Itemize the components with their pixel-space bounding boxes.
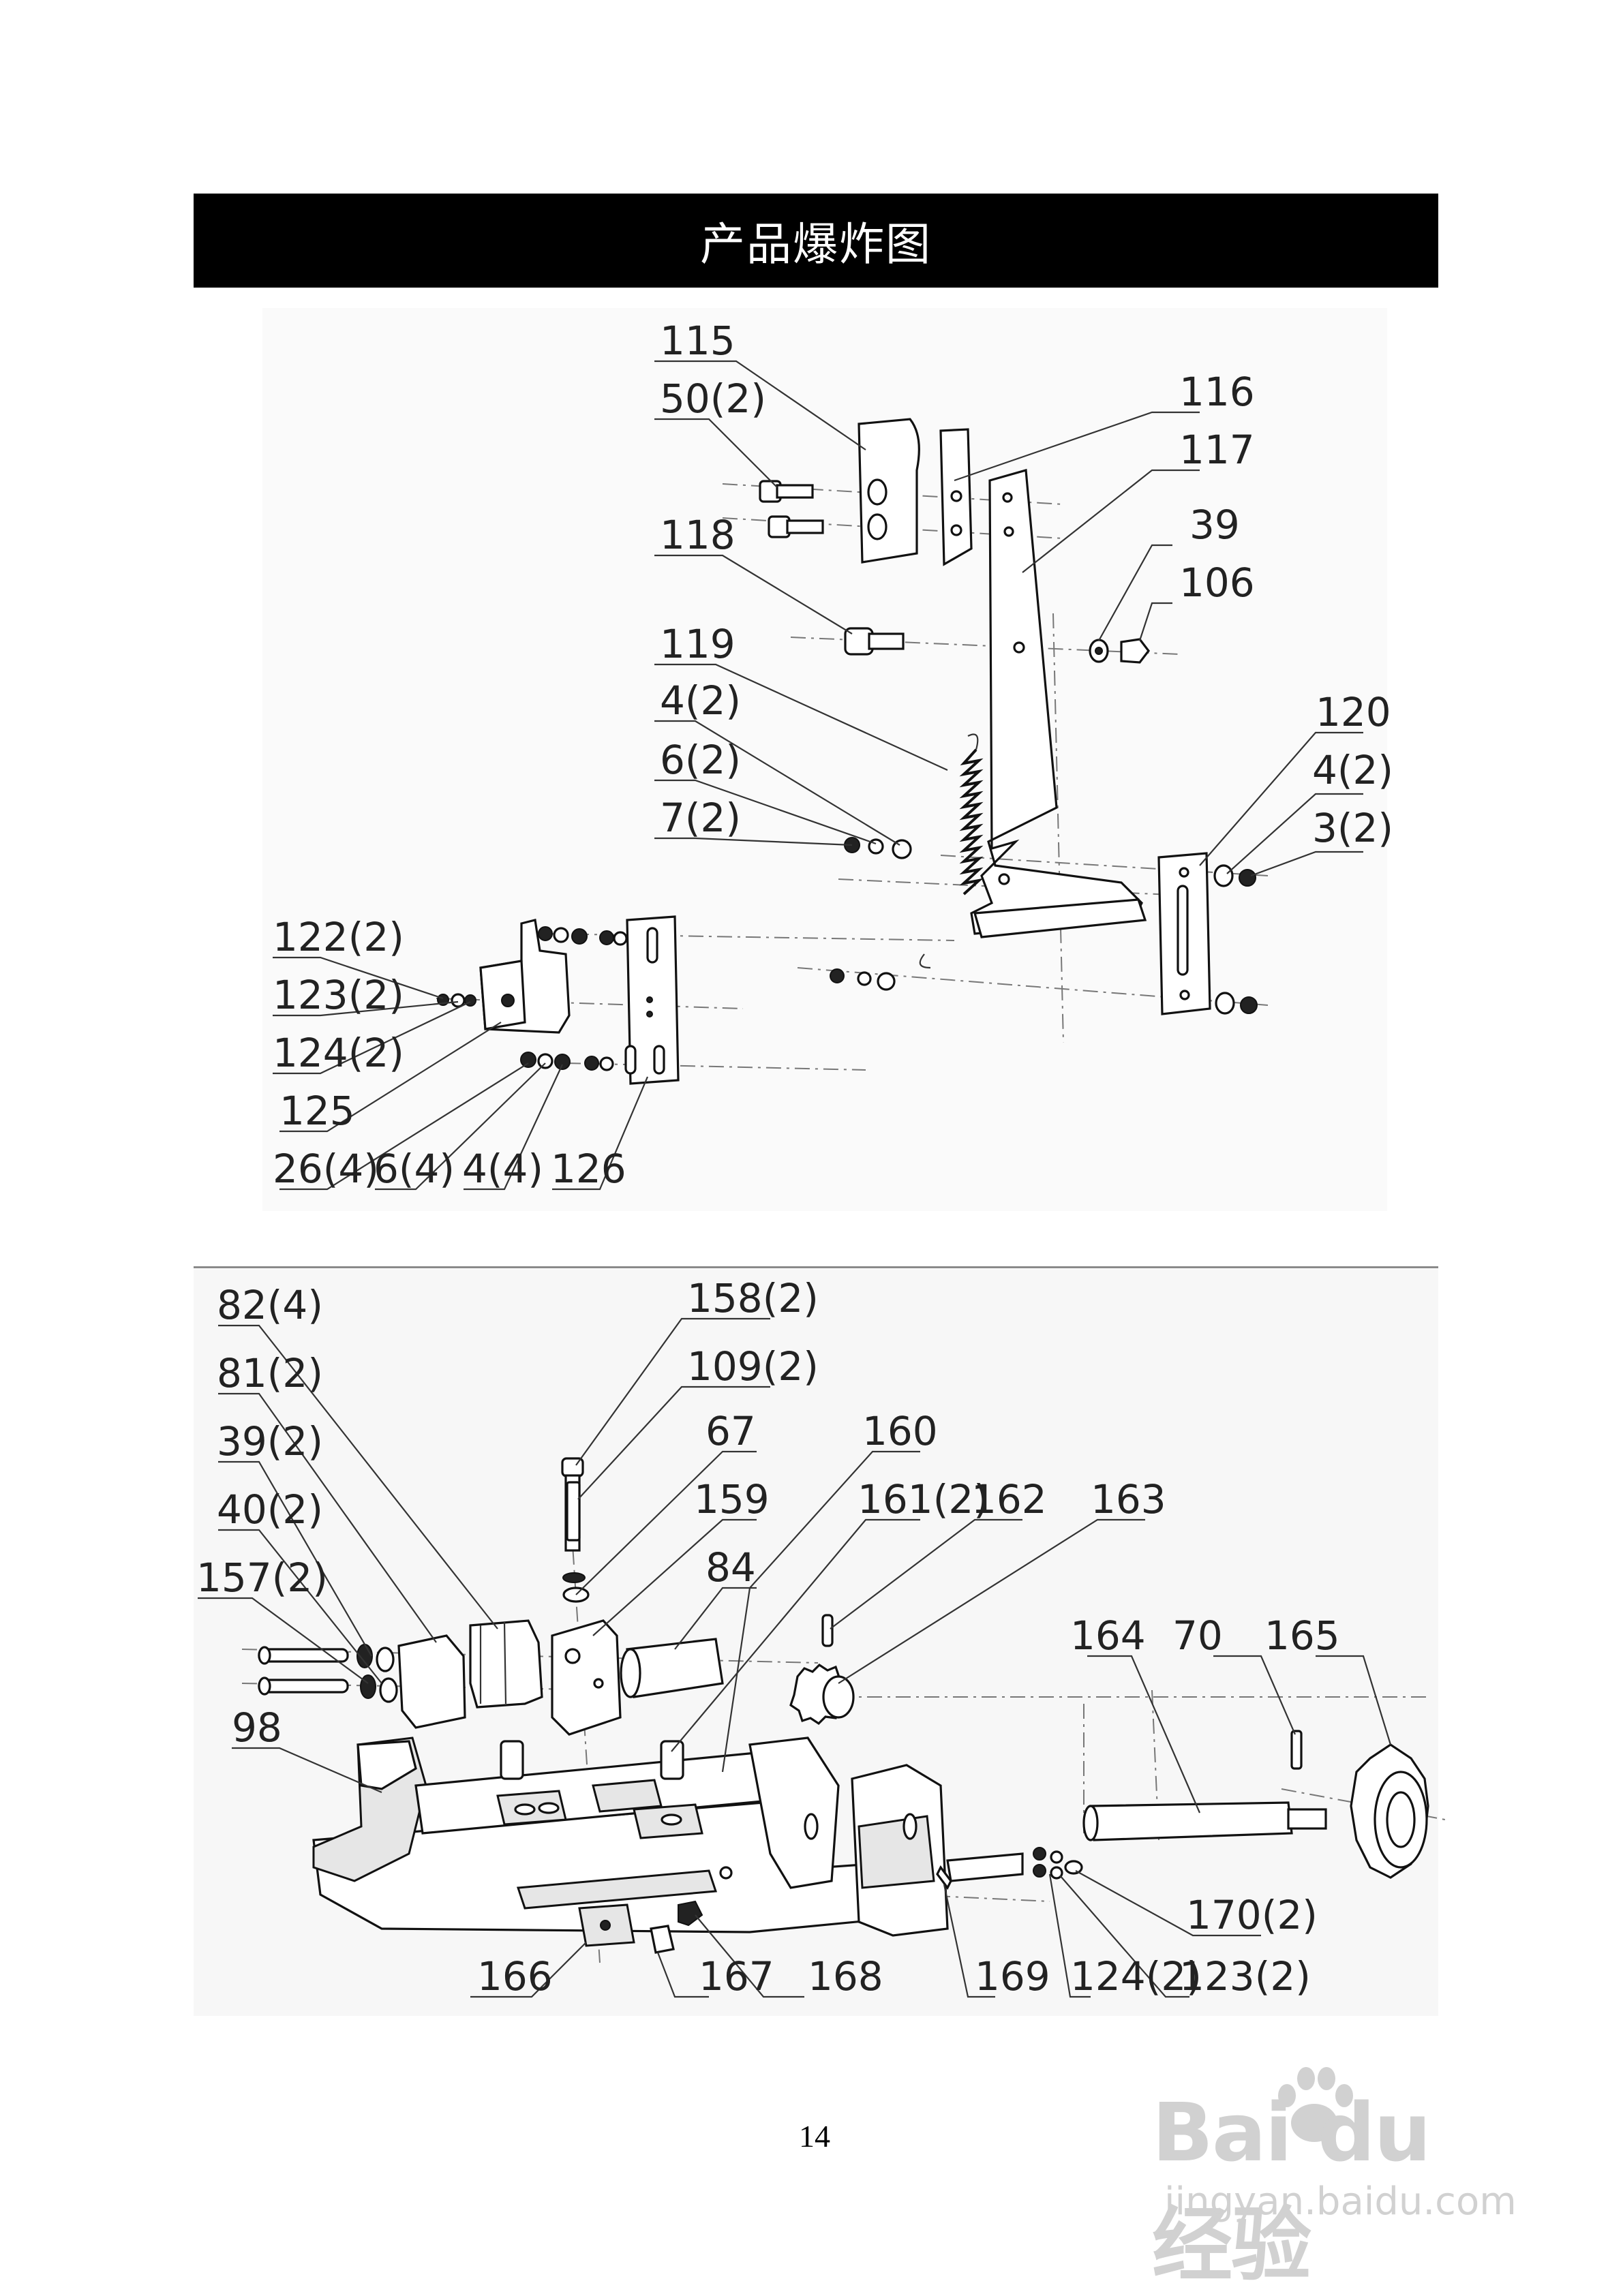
exploded-diagram-top-drawing: 115 50(2) 116 117 118 39 106 119 4(2) 6(… bbox=[273, 318, 1393, 1192]
page-number: 14 bbox=[799, 2119, 830, 2154]
callout-82: 82(4) bbox=[217, 1282, 323, 1328]
callout-106: 106 bbox=[1179, 560, 1255, 606]
section-divider bbox=[194, 1266, 1438, 1268]
callout-109: 109(2) bbox=[687, 1343, 819, 1390]
callout-124-2: 124(2) bbox=[1070, 1953, 1202, 2000]
callout-70: 70 bbox=[1172, 1612, 1223, 1659]
callout-123: 123(2) bbox=[273, 972, 404, 1018]
watermark-brand: Bai du 经验 bbox=[1152, 2085, 1431, 2292]
callout-168: 168 bbox=[808, 1953, 883, 2000]
callout-4-2: 4(2) bbox=[660, 677, 741, 724]
callout-158: 158(2) bbox=[687, 1275, 819, 1321]
callout-4-4: 4(4) bbox=[462, 1146, 543, 1192]
callout-50: 50(2) bbox=[660, 376, 766, 422]
callout-167: 167 bbox=[699, 1953, 774, 2000]
callout-81: 81(2) bbox=[217, 1350, 323, 1396]
paw-icon bbox=[1278, 2067, 1353, 2142]
callout-118: 118 bbox=[660, 512, 735, 558]
callout-126: 126 bbox=[551, 1146, 626, 1192]
exploded-diagram-bottom-drawing: 82(4) 81(2) 39(2) 40(2) 157(2) 98 158(2)… bbox=[196, 1275, 1446, 2000]
callout-166: 166 bbox=[477, 1953, 553, 2000]
callout-159: 159 bbox=[694, 1476, 770, 1522]
callout-157: 157(2) bbox=[196, 1555, 328, 1601]
callout-3-2: 3(2) bbox=[1312, 805, 1393, 851]
callout-98: 98 bbox=[232, 1704, 282, 1751]
callout-124: 124(2) bbox=[273, 1030, 404, 1076]
exploded-diagram-top bbox=[262, 308, 1387, 1211]
callout-161: 161(2) bbox=[858, 1476, 989, 1522]
callout-39-2: 39(2) bbox=[217, 1418, 323, 1465]
callout-122: 122(2) bbox=[273, 914, 404, 960]
callout-170: 170(2) bbox=[1186, 1892, 1318, 1938]
callout-40: 40(2) bbox=[217, 1486, 323, 1533]
callout-160: 160 bbox=[862, 1408, 938, 1454]
callout-4-2b: 4(2) bbox=[1312, 747, 1393, 793]
callout-165: 165 bbox=[1264, 1612, 1340, 1659]
callout-163: 163 bbox=[1091, 1476, 1166, 1522]
callout-162: 162 bbox=[971, 1476, 1047, 1522]
callout-117: 117 bbox=[1179, 427, 1255, 473]
callout-6-4: 6(4) bbox=[374, 1146, 455, 1192]
callout-26: 26(4) bbox=[273, 1146, 379, 1192]
callout-6-2: 6(2) bbox=[660, 737, 741, 783]
callout-39: 39 bbox=[1189, 502, 1240, 548]
callout-116: 116 bbox=[1179, 369, 1255, 415]
callout-123-2: 123(2) bbox=[1179, 1953, 1311, 2000]
callout-164: 164 bbox=[1070, 1612, 1146, 1659]
baidu-watermark: Bai du 经验 jingyan.baidu.com bbox=[1152, 2058, 1534, 2292]
watermark-url: jingyan.baidu.com bbox=[1164, 2179, 1517, 2224]
callout-169: 169 bbox=[975, 1953, 1050, 2000]
callout-120: 120 bbox=[1316, 689, 1391, 735]
page-title: 产品爆炸图 bbox=[194, 194, 1438, 288]
callout-119: 119 bbox=[660, 621, 735, 667]
callout-7-2: 7(2) bbox=[660, 795, 741, 841]
callout-84: 84 bbox=[706, 1544, 756, 1591]
callout-125: 125 bbox=[279, 1088, 355, 1134]
callout-115: 115 bbox=[660, 318, 735, 364]
callout-67: 67 bbox=[706, 1408, 756, 1454]
